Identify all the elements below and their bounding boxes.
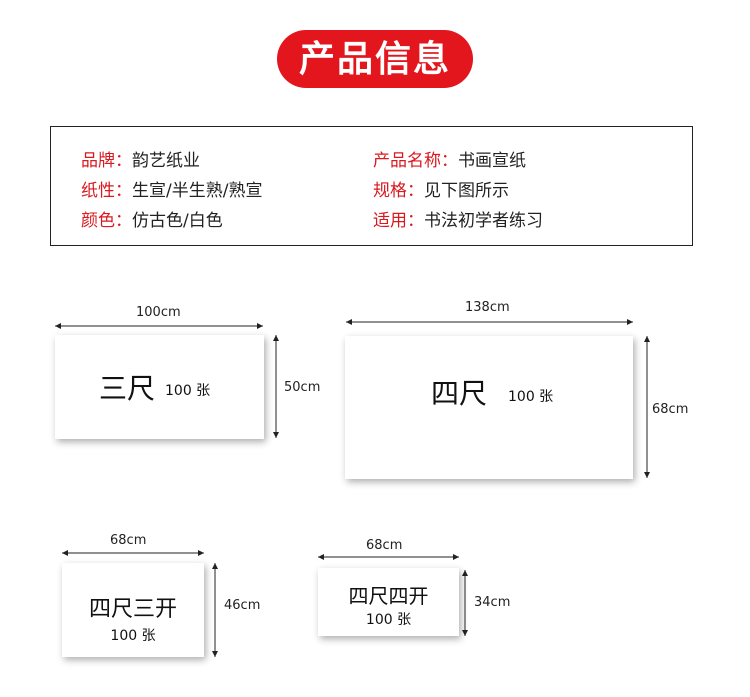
sheet-3-qty: 100 张 (110, 628, 156, 644)
title-badge: 产品信息 (277, 30, 473, 88)
sheet-4: 四尺四开 100 张 (318, 568, 459, 636)
sheet-1-qty: 100 张 (165, 383, 211, 399)
sheet-2-height-label: 68cm (652, 402, 689, 417)
sheet-2: 四尺 100 张 (345, 336, 633, 479)
info-brand: 品牌：韵艺纸业 (81, 149, 200, 173)
info-usage: 适用：书法初学者练习 (373, 209, 543, 233)
info-nature-key: 纸性： (81, 181, 132, 201)
info-usage-key: 适用： (373, 211, 424, 231)
sheet-3-name: 四尺三开 (88, 597, 177, 622)
sheet-4-width-label: 68cm (366, 538, 403, 553)
sheet-3-width-label: 68cm (110, 533, 147, 548)
sheet-1: 三尺 100 张 (55, 335, 264, 439)
info-spec: 规格：见下图所示 (373, 179, 509, 203)
info-brand-key: 品牌： (81, 151, 132, 171)
info-name: 产品名称：书画宣纸 (373, 149, 526, 173)
info-brand-value: 韵艺纸业 (132, 151, 200, 171)
sheet-2-name: 四尺 (431, 377, 488, 410)
product-info-box: 品牌：韵艺纸业 产品名称：书画宣纸 纸性：生宣/半生熟/熟宣 规格：见下图所示 … (50, 126, 693, 246)
info-name-key: 产品名称： (373, 151, 458, 171)
sheet-4-height-label: 34cm (474, 595, 511, 610)
sheet-2-qty: 100 张 (508, 389, 554, 405)
info-color-value: 仿古色/白色 (132, 211, 223, 231)
sheet-1-name: 三尺 (99, 372, 156, 405)
info-color-key: 颜色： (81, 211, 132, 231)
sheet-4-name: 四尺四开 (348, 584, 429, 608)
info-spec-value: 见下图所示 (424, 181, 509, 201)
sheet-3: 四尺三开 100 张 (62, 563, 204, 657)
info-nature-value: 生宣/半生熟/熟宣 (132, 181, 263, 201)
sheet-1-height-label: 50cm (284, 380, 321, 395)
info-spec-key: 规格： (373, 181, 424, 201)
sheet-2-width-label: 138cm (465, 300, 510, 315)
info-usage-value: 书法初学者练习 (424, 211, 543, 231)
info-name-value: 书画宣纸 (458, 151, 526, 171)
info-color: 颜色：仿古色/白色 (81, 209, 223, 233)
info-nature: 纸性：生宣/半生熟/熟宣 (81, 179, 262, 203)
sheet-4-qty: 100 张 (365, 612, 412, 628)
page-title: 产品信息 (298, 38, 451, 80)
sheet-3-height-label: 46cm (224, 598, 261, 613)
sheet-1-width-label: 100cm (136, 305, 181, 320)
